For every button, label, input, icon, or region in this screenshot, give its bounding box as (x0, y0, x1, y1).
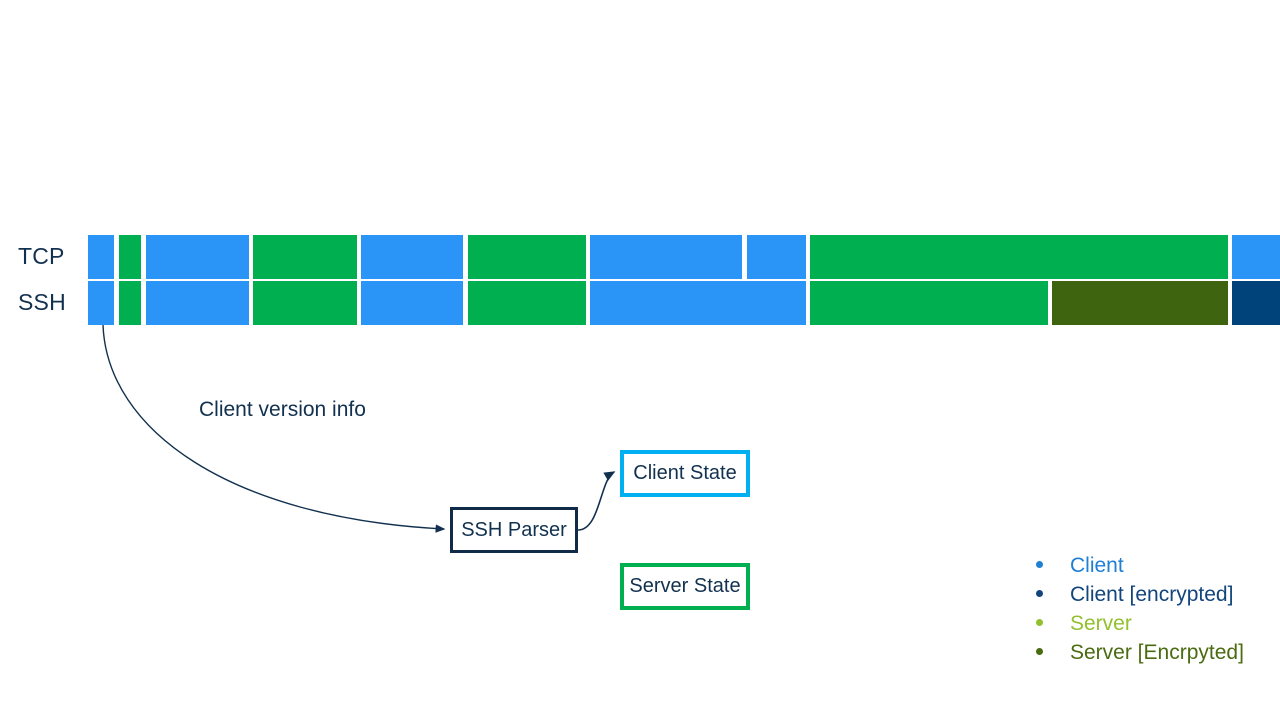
packet-segment-client_encrypted (1232, 281, 1280, 325)
packet-segment-server (119, 235, 141, 279)
legend-label: Client [encrypted] (1070, 583, 1234, 606)
packet-segment-client (88, 235, 114, 279)
packet-segment-client (361, 235, 463, 279)
packet-segment-server (810, 281, 1048, 325)
legend-label: Client (1070, 554, 1124, 577)
packet-segment-server (468, 235, 586, 279)
packet-segment-client (146, 235, 249, 279)
packet-segment-server (253, 281, 357, 325)
packet-segment-client (590, 235, 742, 279)
legend-item: Server [Encrpyted] (1036, 638, 1280, 667)
legend-label: Server [Encrpyted] (1070, 641, 1244, 664)
caption-client-version-info: Client version info (199, 398, 366, 421)
arrow-parser-to-client-state (577, 471, 616, 531)
packet-segment-client (590, 281, 806, 325)
packet-segment-server (119, 281, 141, 325)
node-server-state[interactable]: Server State (620, 563, 750, 610)
legend-bullet-icon (1036, 648, 1043, 655)
packet-segment-client (747, 235, 806, 279)
legend-bullet-icon (1036, 561, 1043, 568)
node-ssh-parser[interactable]: SSH Parser (450, 507, 578, 553)
packet-segment-server (810, 235, 1228, 279)
legend-label: Server (1070, 612, 1132, 635)
packet-segment-server (468, 281, 586, 325)
packet-segment-server (253, 235, 357, 279)
packet-segment-client (361, 281, 463, 325)
timeline-row-tcp (0, 235, 1280, 279)
packet-segment-client (88, 281, 114, 325)
packet-segment-server_encrypted (1052, 281, 1228, 325)
packet-segment-client (1232, 235, 1280, 279)
legend-bullet-icon (1036, 619, 1043, 626)
arrow-ssh-first-packet-to-parser (102, 324, 446, 533)
legend-bullet-icon (1036, 590, 1043, 597)
timeline-row-ssh (0, 281, 1280, 325)
row-label-ssh: SSH (18, 289, 66, 315)
legend-item: Client [encrypted] (1036, 580, 1280, 609)
node-client-state[interactable]: Client State (620, 450, 750, 497)
legend-item: Client (1036, 551, 1280, 580)
row-label-tcp: TCP (18, 243, 65, 269)
packet-segment-client (146, 281, 249, 325)
legend-item: Server (1036, 609, 1280, 638)
